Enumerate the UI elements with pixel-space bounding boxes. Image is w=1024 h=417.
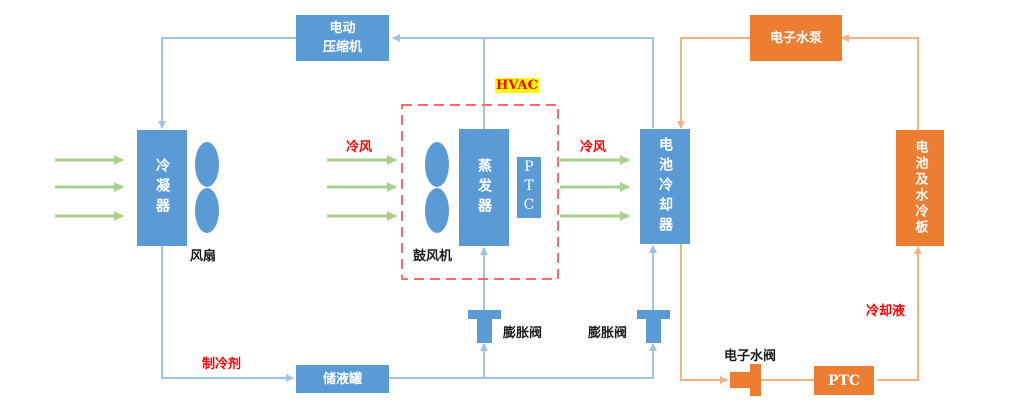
condenser-fan-lower-icon xyxy=(195,188,219,233)
blower-label: 鼓风机 xyxy=(413,249,453,264)
expansion-valve-1-label: 膨胀阀 xyxy=(503,326,543,341)
water-pump-box: 电子水泵 xyxy=(750,15,842,61)
compressor-box: 电动 压缩机 xyxy=(296,15,389,61)
condenser-fan-upper-icon xyxy=(195,142,219,187)
refrigerant-label: 制冷剂 xyxy=(202,357,242,372)
cold-air-out-label: 冷风 xyxy=(580,140,607,155)
line-condenser-to-receiver xyxy=(161,246,294,382)
coolant-loop xyxy=(677,34,922,384)
ptc-air-heater-box: PTC xyxy=(517,157,541,218)
ptc-coolant-heater-box: PTC xyxy=(814,366,874,395)
expansion-valve-2-label: 膨胀阀 xyxy=(588,326,628,341)
condenser-box: 冷凝器 xyxy=(137,130,187,246)
condenser-fan-label: 风扇 xyxy=(190,249,217,264)
blower-lower-icon xyxy=(425,188,449,233)
battery-chiller-box: 电池冷却器 xyxy=(640,129,690,244)
hvac-label: HVAC xyxy=(495,78,539,93)
line-pump-to-chiller xyxy=(677,37,750,129)
hvac-boundary xyxy=(401,104,559,280)
line-receiver-to-valves xyxy=(388,343,657,379)
refrigerant-loop xyxy=(158,34,657,382)
line-evap-chiller-to-compressor xyxy=(392,34,654,128)
battery-cold-plate-box: 电池及水冷板 xyxy=(896,130,944,246)
air-flow-arrows xyxy=(55,155,630,221)
expansion-valve-1-icon xyxy=(468,310,501,343)
line-cold-plate-to-pump xyxy=(841,34,919,130)
water-valve-icon xyxy=(730,364,761,396)
cold-air-in-label: 冷风 xyxy=(346,140,373,155)
line-ptc-to-cold-plate xyxy=(877,246,922,381)
expansion-valve-2-icon xyxy=(637,310,670,343)
water-valve-label: 电子水阀 xyxy=(724,349,777,364)
evaporator-box: 蒸发器 xyxy=(459,129,509,246)
coolant-label: 冷却液 xyxy=(866,304,906,319)
line-chiller-to-valve xyxy=(680,244,728,384)
blower-upper-icon xyxy=(425,142,449,187)
receiver-box: 储液罐 xyxy=(296,365,389,393)
line-compressor-to-condenser xyxy=(158,37,296,129)
